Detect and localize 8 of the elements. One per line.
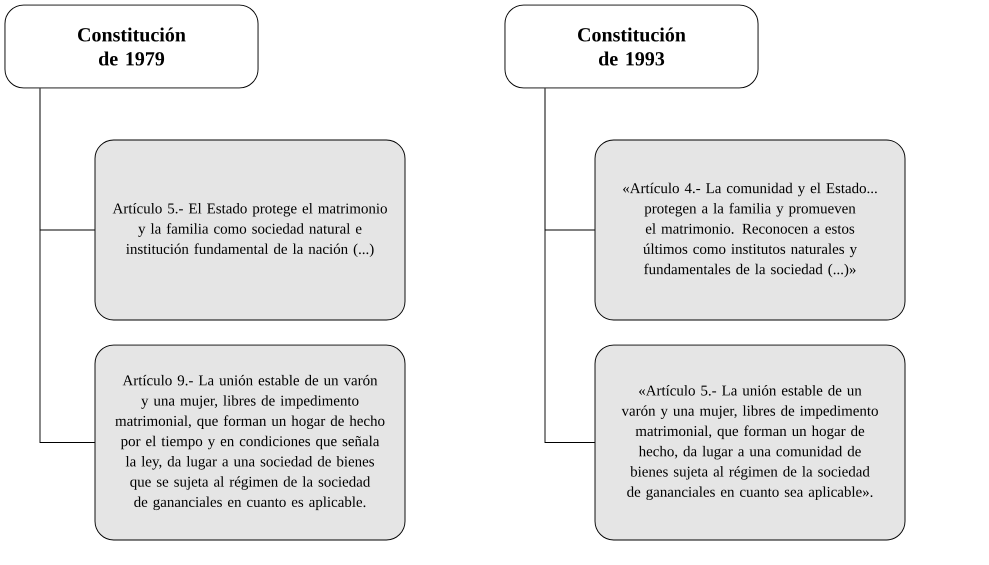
article-box: «Artículo 5.- La unión estable de un varón y una mujer, libres de impedimento matrimonial, que forman un hogar de hecho, da lugar a una comunidad de bienes sujeta al régimen de la sociedad de gananciales en cuanto sea aplicable». bbox=[594, 344, 906, 540]
connector-line bbox=[544, 88, 595, 443]
connector-line bbox=[40, 88, 95, 443]
heading-box: Constitución de 1993 bbox=[504, 4, 759, 88]
article-box: Artículo 5.- El Estado protege el matrimonio y la familia como sociedad natural e institución fundamental de la nación (...) bbox=[94, 140, 406, 320]
heading-box: Constitución de 1979 bbox=[4, 4, 258, 88]
article-box: «Artículo 4.- La comunidad y el Estado... protegen a la familia y promueven el matrimonio. Reconocen a estos últimos como institutos naturales y fundamentales de la sociedad (...)» bbox=[594, 140, 906, 320]
article-box: Artículo 9.- La unión estable de un varón y una mujer, libres de impedimento matrimonial, que forman un hogar de hecho por el tiempo y en condiciones que señala la ley, da lugar a una sociedad de bienes que se sujeta al régimen de la sociedad de gananciales en cuanto es aplicable. bbox=[94, 344, 406, 540]
